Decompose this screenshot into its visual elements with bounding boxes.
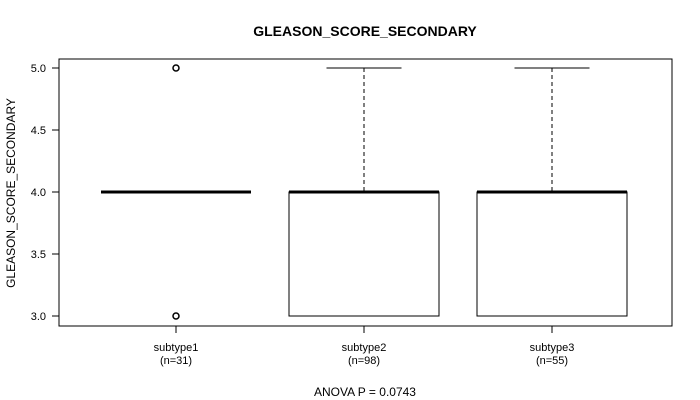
x-count-label: (n=55) bbox=[536, 355, 568, 367]
x-count-label: (n=98) bbox=[348, 355, 380, 367]
y-tick-label: 3.5 bbox=[31, 249, 46, 261]
outlier-point bbox=[172, 64, 180, 72]
y-tick-label: 4.5 bbox=[31, 125, 46, 137]
x-count-label: (n=31) bbox=[160, 355, 192, 367]
box bbox=[288, 191, 440, 317]
x-tick-label: subtype1 bbox=[154, 342, 199, 354]
y-tick-label: 4.0 bbox=[31, 187, 46, 199]
box bbox=[476, 191, 628, 317]
outlier-point bbox=[172, 312, 180, 320]
x-tick-label: subtype2 bbox=[342, 342, 387, 354]
y-tick-label: 3.0 bbox=[31, 311, 46, 323]
y-axis-label: GLEASON_SCORE_SECONDARY bbox=[4, 98, 18, 288]
chart-title: GLEASON_SCORE_SECONDARY bbox=[253, 23, 477, 39]
x-tick-label: subtype3 bbox=[530, 342, 575, 354]
x-axis-label: ANOVA P = 0.0743 bbox=[314, 385, 416, 399]
y-tick-label: 5.0 bbox=[31, 63, 46, 75]
